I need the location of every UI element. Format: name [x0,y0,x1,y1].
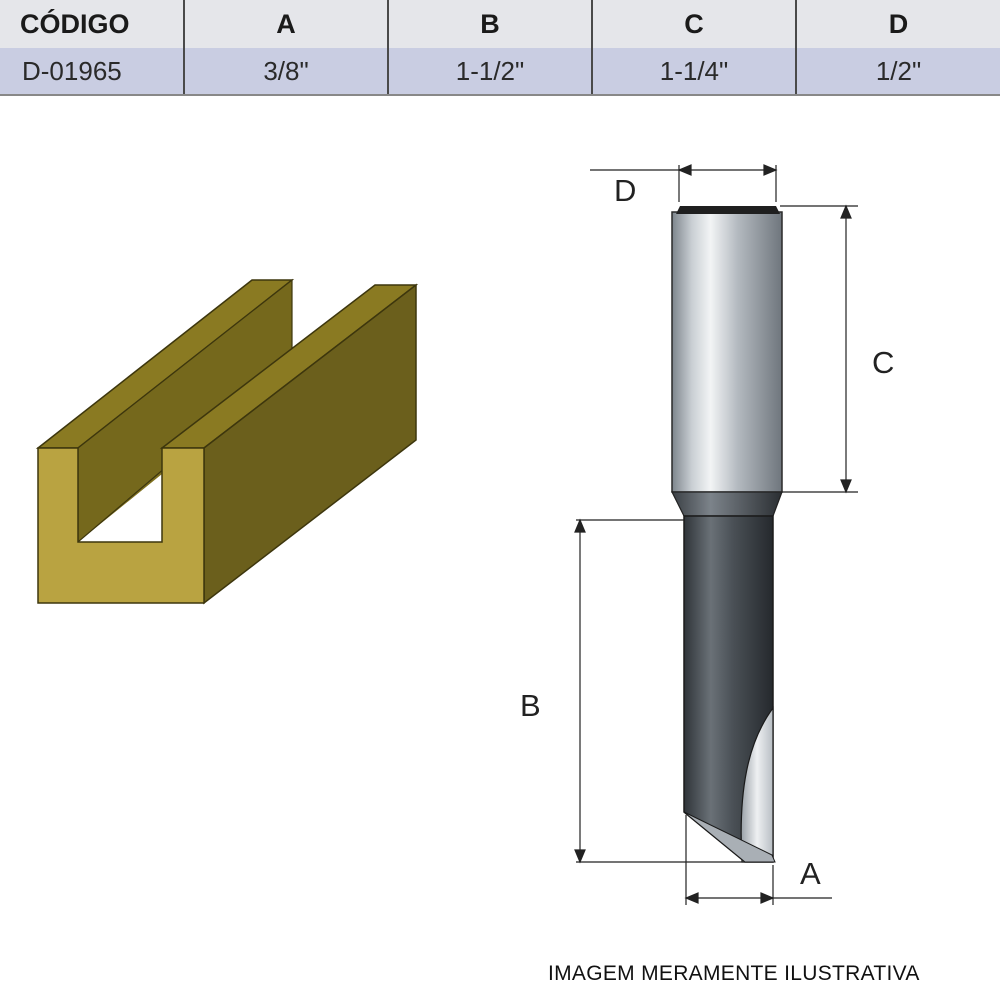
value-codigo: D-01965 [0,48,185,96]
dim-b-arrow-top [574,518,586,533]
groove-profile [35,278,419,605]
dim-label-a: A [800,856,821,891]
shank-chamfer [676,206,780,214]
dim-label-b: B [520,688,541,723]
dim-a-arrow-left [684,892,699,904]
header-codigo: CÓDIGO [0,0,185,48]
disclaimer-text: IMAGEM MERAMENTE ILUSTRATIVA [548,962,920,985]
dim-label-c: C [872,345,894,380]
dim-label-d: D [614,173,636,208]
shank-taper [671,491,783,517]
dim-d-arrow-right [763,164,778,176]
header-b: B [388,0,593,48]
value-c: 1-1/4" [592,48,797,96]
dim-d-arrow-left [677,164,692,176]
spec-header-row: CÓDIGO A B C D [0,0,1000,48]
value-d: 1/2" [796,48,1000,96]
shank [671,211,783,493]
value-b: 1-1/2" [388,48,593,96]
dim-b-arrow-bottom [574,849,586,864]
dimension-lines [574,164,858,905]
dim-a-arrow-right [760,892,775,904]
dim-c-arrow-bottom [840,479,852,494]
value-a: 3/8" [184,48,389,96]
header-a: A [184,0,389,48]
spec-value-row: D-01965 3/8" 1-1/2" 1-1/4" 1/2" [0,48,1000,96]
profile-front-face [37,447,205,604]
header-c: C [592,0,797,48]
cutting-edge [740,706,774,863]
cutter-tip [683,811,776,863]
header-d: D [796,0,1000,48]
router-bit [671,206,783,863]
dim-c-arrow-top [840,204,852,219]
spec-table: CÓDIGO A B C D D-01965 3/8" 1-1/2" 1-1/4… [0,0,1000,96]
